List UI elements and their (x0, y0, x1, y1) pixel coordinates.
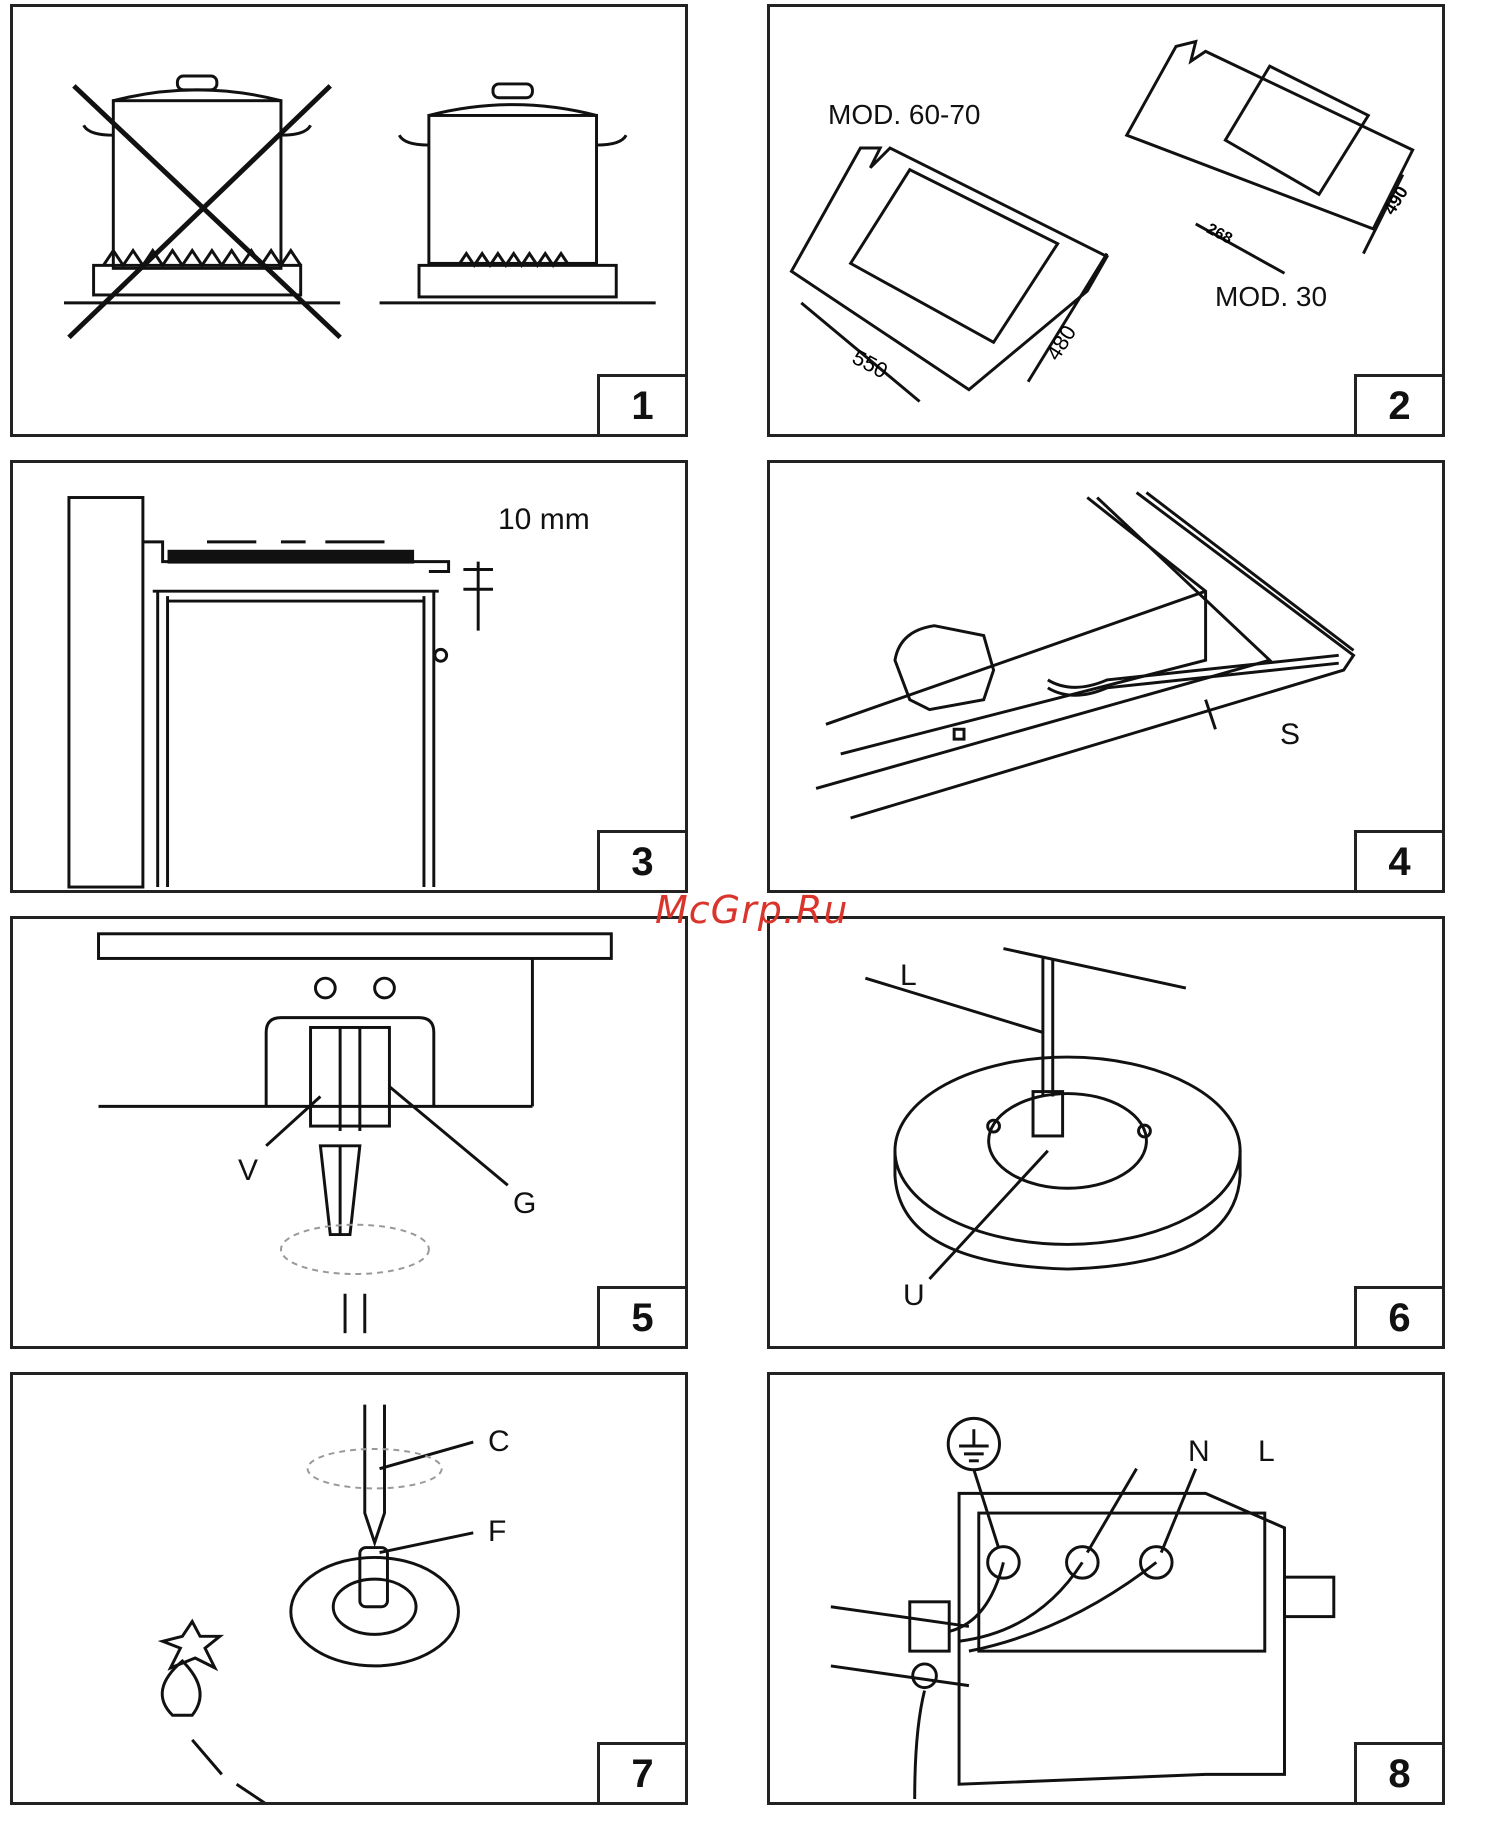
figure-6-injector: L U 6 (767, 916, 1445, 1349)
figure-number: 6 (1354, 1286, 1442, 1346)
label-l: L (900, 959, 917, 993)
injector-illustration (770, 919, 1442, 1346)
figure-5-screw-adjustment: V G 5 (10, 916, 688, 1349)
figure-3-installation-gap: 10 mm 3 (10, 460, 688, 893)
label-10mm-gap: 10 mm (498, 503, 590, 537)
dim-550: 550 (848, 344, 892, 383)
label-f: F (488, 1515, 506, 1549)
figure-number: 4 (1354, 830, 1442, 890)
screw-illustration (13, 919, 685, 1346)
label-s: S (1280, 718, 1300, 752)
watermark: McGrp.Ru (655, 888, 848, 932)
figure-7-flame-adjustment: C F 7 (10, 1372, 688, 1805)
figure-number: 3 (597, 830, 685, 890)
figure-number: 1 (597, 374, 685, 434)
label-mod-60-70: MOD. 60-70 (828, 99, 981, 131)
dim-480: 480 (1041, 321, 1081, 365)
flame-illustration (13, 1375, 685, 1802)
figure-number: 2 (1354, 374, 1442, 434)
label-mod-30: MOD. 30 (1215, 281, 1327, 313)
seal-illustration (770, 463, 1442, 890)
figure-number: 8 (1354, 1742, 1442, 1802)
figure-number: 7 (597, 1742, 685, 1802)
label-u: U (903, 1279, 925, 1313)
figure-2-cutout-dimensions: 550 480 268 490 MOD. 60-70 MOD. 30 2 (767, 4, 1445, 437)
label-n: N (1188, 1435, 1210, 1469)
figure-number: 5 (597, 1286, 685, 1346)
label-c: C (488, 1425, 510, 1459)
label-l: L (1258, 1435, 1275, 1469)
label-v: V (238, 1154, 258, 1188)
terminal-illustration (770, 1375, 1442, 1802)
figure-8-terminal-block: N L 8 (767, 1372, 1445, 1805)
figure-4-seal: S 4 (767, 460, 1445, 893)
pot-illustration (13, 7, 685, 434)
label-g: G (513, 1187, 536, 1221)
cutout-illustration: 550 480 268 490 (770, 7, 1442, 434)
figure-1-pot-placement: 1 (10, 4, 688, 437)
